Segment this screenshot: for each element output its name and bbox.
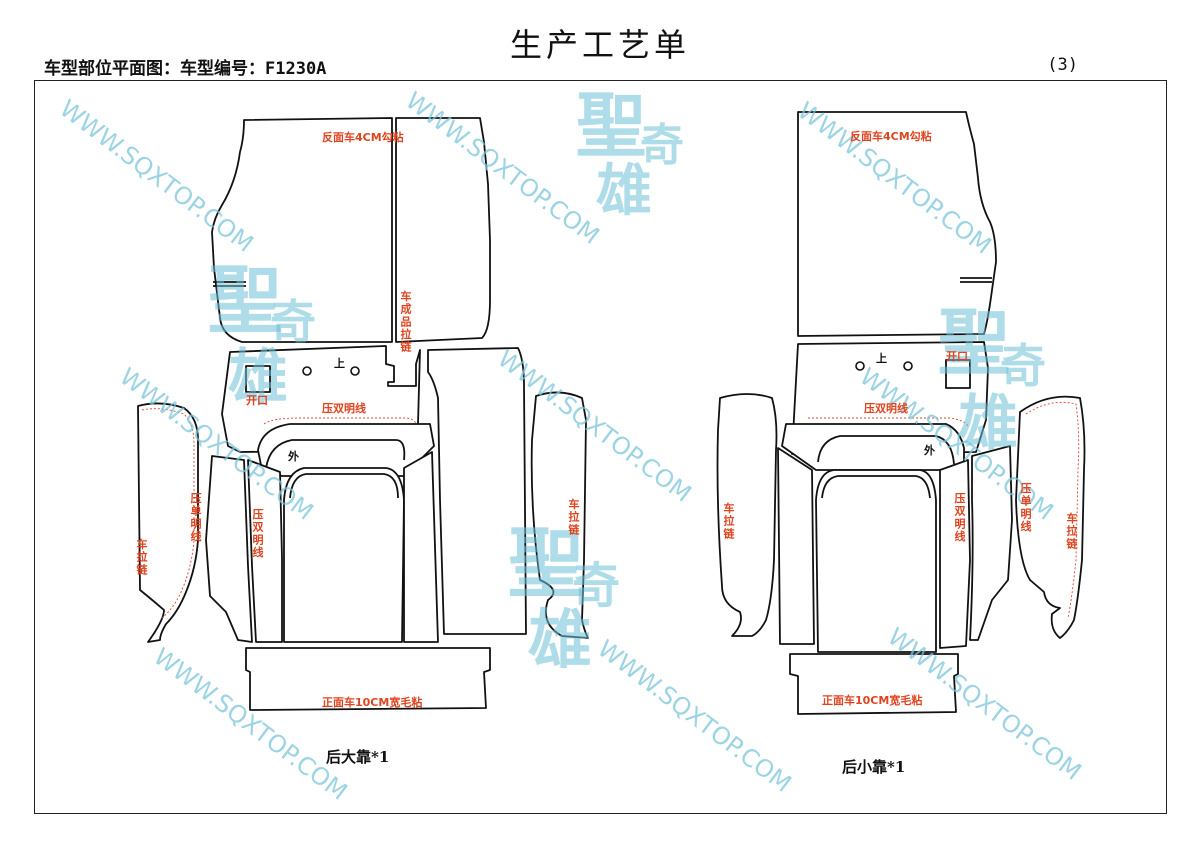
- small-annotations: 反面车4CM勾粘 上 开口 压双明线 外 车拉链 压双明线 压单明线 车拉链 正…: [724, 129, 1079, 776]
- large-up-mark: 上: [334, 356, 345, 370]
- watermark-logo-char: 聖: [208, 258, 282, 344]
- watermark-url-8: WWW.SQXTOP.COM: [592, 634, 796, 797]
- large-top-right-panel: [395, 117, 491, 343]
- small-middle-seam: [808, 417, 969, 427]
- large-backrest-panels: [137, 117, 589, 711]
- large-zipper-finished-note: 车成品拉链: [401, 289, 413, 354]
- large-single-stitch-strip: [205, 455, 253, 643]
- small-band-inner: [817, 435, 955, 465]
- small-double-stitch-top-note: 压双明线: [864, 401, 908, 415]
- small-double-stitch-side-note: 压双明线: [955, 491, 966, 543]
- large-left-zipper-seam: [141, 408, 195, 619]
- page-number: (3): [1047, 55, 1078, 75]
- large-tall-right-panel: [427, 347, 527, 635]
- large-annotations: 反面车4CM勾粘 车成品拉链 上 开口 压双明线 外 压单明线 车拉链 压双明线…: [137, 130, 581, 766]
- large-top-fold-note: 反面车4CM勾粘: [322, 130, 404, 144]
- small-up-mark: 上: [876, 351, 887, 365]
- small-bottom-fleece-note: 正面车10CM宽毛粘: [822, 693, 922, 707]
- watermark-url-1: WWW.SQXTOP.COM: [54, 94, 258, 257]
- model-subtitle: 车型部位平面图：车型编号：F1230A: [44, 59, 327, 79]
- large-left-slit: [213, 281, 246, 287]
- large-single-stitch-note: 压单明线: [191, 491, 202, 543]
- small-top-fold-note: 反面车4CM勾粘: [850, 129, 932, 143]
- large-bottom-strip: [245, 647, 491, 711]
- small-single-stitch-note: 压单明线: [1021, 481, 1032, 533]
- large-double-stitch-top-note: 压双明线: [322, 401, 366, 415]
- large-top-left-panel: [211, 117, 393, 343]
- small-zipper-right-note: 车拉链: [1067, 511, 1079, 550]
- watermark-logo-char: 雄: [596, 158, 652, 224]
- large-opening-square: [245, 365, 271, 393]
- small-caption: 后小靠*1: [842, 758, 905, 776]
- small-single-stitch-strip: [969, 445, 1013, 641]
- large-cushion-inner: [289, 473, 399, 499]
- watermark-logo-char: 奇: [572, 558, 620, 614]
- small-cushion-inner: [821, 475, 931, 499]
- small-bottom-strip: [789, 653, 959, 715]
- large-hole-right: [350, 366, 360, 376]
- large-bottom-fleece-note: 正面车10CM宽毛粘: [322, 695, 422, 709]
- large-band-inner: [265, 439, 406, 469]
- small-right-zipper-seam: [1025, 401, 1080, 619]
- large-right-zipper-panel: [530, 391, 589, 639]
- small-opening-note: 开口: [946, 350, 968, 363]
- watermark-logo-char: 奇: [1000, 339, 1046, 393]
- watermark-logo-char: 聖: [576, 84, 646, 167]
- small-left-zipper-panel: [716, 393, 778, 637]
- large-double-stitch-side-note: 压双明线: [253, 507, 264, 559]
- watermark-logo-char: 聖: [508, 519, 584, 608]
- sheet-title: 生产工艺单: [509, 26, 690, 64]
- large-outer-mark: 外: [287, 449, 299, 463]
- large-right-side-piece: [403, 451, 439, 643]
- large-hole-left: [302, 366, 312, 376]
- large-zipper-right-note: 车拉链: [569, 497, 581, 536]
- large-double-stitch-strip: [247, 459, 283, 643]
- large-zipper-left-note: 车拉链: [137, 537, 149, 576]
- watermark-logo-char: 雄: [228, 343, 288, 413]
- small-backrest-panels: [716, 111, 1086, 715]
- small-hole-left: [855, 361, 865, 371]
- drawing-frame: [34, 80, 1167, 814]
- large-caption: 后大靠*1: [326, 748, 389, 766]
- small-double-stitch-strip: [939, 459, 971, 649]
- small-hole-right: [903, 361, 913, 371]
- small-top-panel: [797, 111, 997, 337]
- small-zipper-left-note: 车拉链: [724, 501, 736, 540]
- large-middle-seam: [263, 417, 417, 425]
- watermark-logo-char: 聖: [938, 300, 1010, 385]
- large-opening-note: 开口: [246, 394, 268, 407]
- watermark-logo-char: 雄: [958, 389, 1018, 459]
- watermark-logo-char: 奇: [270, 295, 316, 349]
- watermark-logo-char: 奇: [640, 120, 684, 171]
- small-center-cushion: [815, 469, 937, 653]
- small-left-side-piece: [777, 447, 815, 645]
- small-right-zipper-panel: [1015, 395, 1086, 639]
- large-left-zipper-panel: [137, 402, 199, 643]
- small-right-slit: [960, 277, 992, 283]
- small-opening-square: [945, 359, 971, 389]
- watermark-logo-char: 雄: [528, 603, 592, 678]
- small-outer-mark: 外: [923, 443, 935, 457]
